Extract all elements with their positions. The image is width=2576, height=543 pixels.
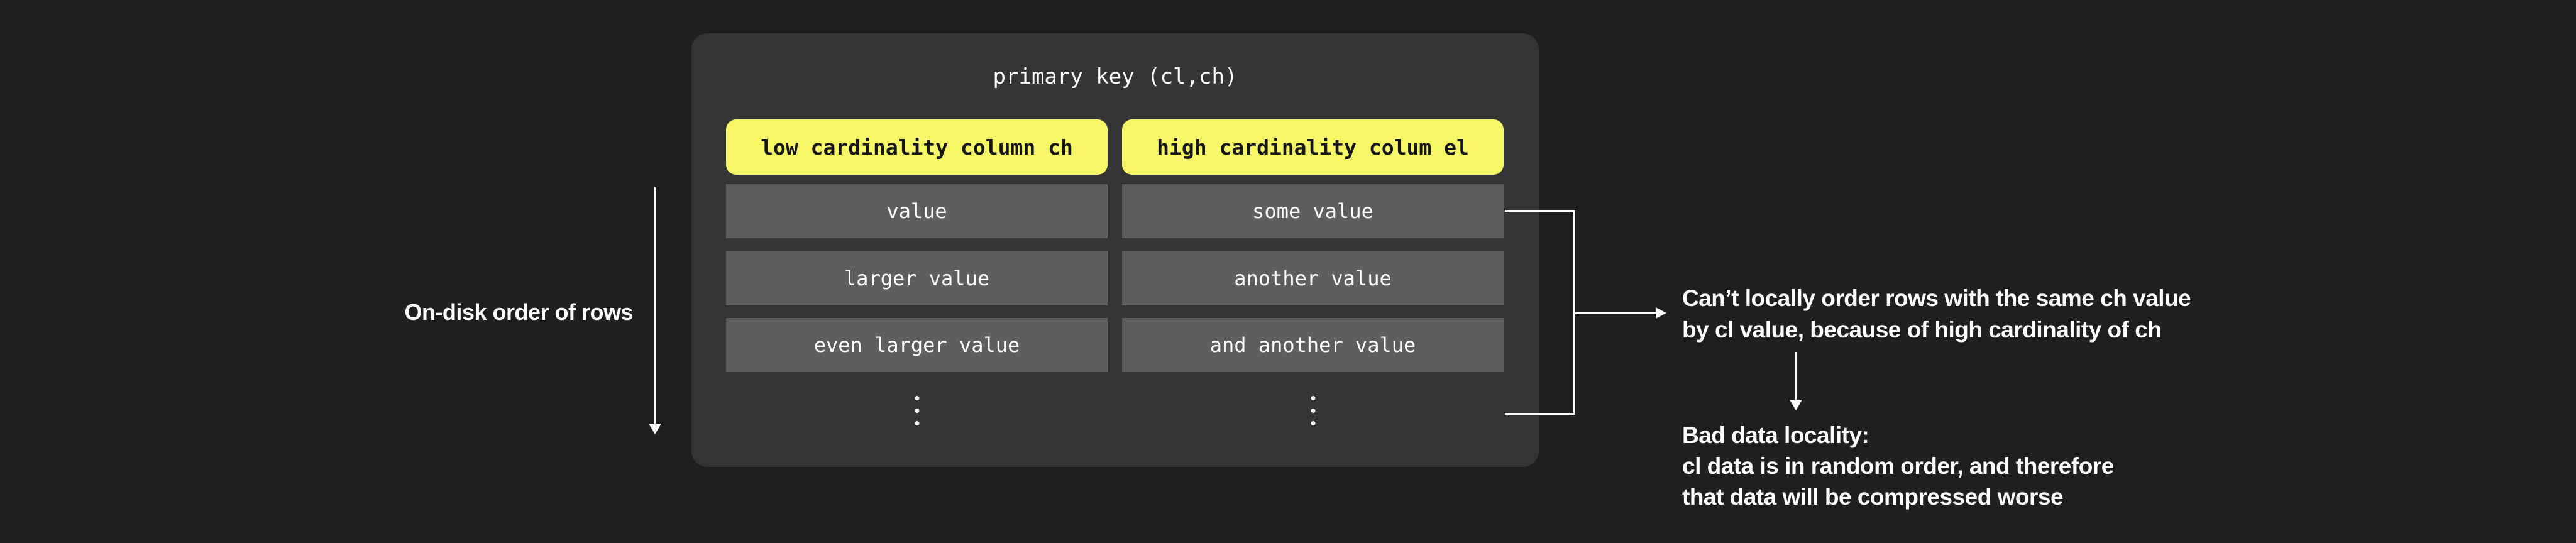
column-high-cardinality: high cardinality colum el some value ano… xyxy=(1122,119,1504,467)
dot xyxy=(915,396,919,400)
down-arrow-line xyxy=(1795,352,1797,401)
note-line: Can’t locally order rows with the same c… xyxy=(1682,285,2191,311)
dot xyxy=(915,409,919,413)
note-line: Bad data locality: xyxy=(1682,422,1869,448)
dot xyxy=(1311,409,1315,413)
column-low-cardinality: low cardinality column ch value larger v… xyxy=(726,119,1108,467)
on-disk-order-label: On-disk order of rows xyxy=(404,299,633,325)
column-header-low-cardinality: low cardinality column ch xyxy=(726,119,1108,175)
dot xyxy=(915,421,919,425)
primary-key-panel: primary key (cl,ch) low cardinality colu… xyxy=(691,33,1539,467)
table-row: some value xyxy=(1122,184,1504,238)
down-arrowhead-icon xyxy=(1790,400,1802,410)
down-arrow-line xyxy=(654,187,656,424)
table-row: value xyxy=(726,184,1108,238)
down-arrowhead-icon xyxy=(649,424,661,434)
cant-order-note: Can’t locally order rows with the same c… xyxy=(1682,283,2191,346)
bad-locality-note: Bad data locality: cl data is in random … xyxy=(1682,420,2114,512)
right-arrowhead-icon xyxy=(1656,307,1666,319)
right-arrow-line xyxy=(1575,312,1657,314)
table-row: even larger value xyxy=(726,318,1108,372)
note-line: that data will be compressed worse xyxy=(1682,484,2064,510)
vertical-ellipsis-icon xyxy=(915,396,919,425)
table-row: another value xyxy=(1122,251,1504,305)
table-row: larger value xyxy=(726,251,1108,305)
table-row: and another value xyxy=(1122,318,1504,372)
column-header-high-cardinality: high cardinality colum el xyxy=(1122,119,1504,175)
dot xyxy=(1311,396,1315,400)
bracket-top-line xyxy=(1505,210,1575,212)
bracket-vertical-line xyxy=(1573,210,1575,415)
vertical-ellipsis-icon xyxy=(1311,396,1315,425)
panel-title: primary key (cl,ch) xyxy=(993,64,1238,89)
note-line: by cl value, because of high cardinality… xyxy=(1682,317,2162,343)
note-line: cl data is in random order, and therefor… xyxy=(1682,453,2114,479)
dot xyxy=(1311,421,1315,425)
bracket-bottom-line xyxy=(1505,413,1575,415)
